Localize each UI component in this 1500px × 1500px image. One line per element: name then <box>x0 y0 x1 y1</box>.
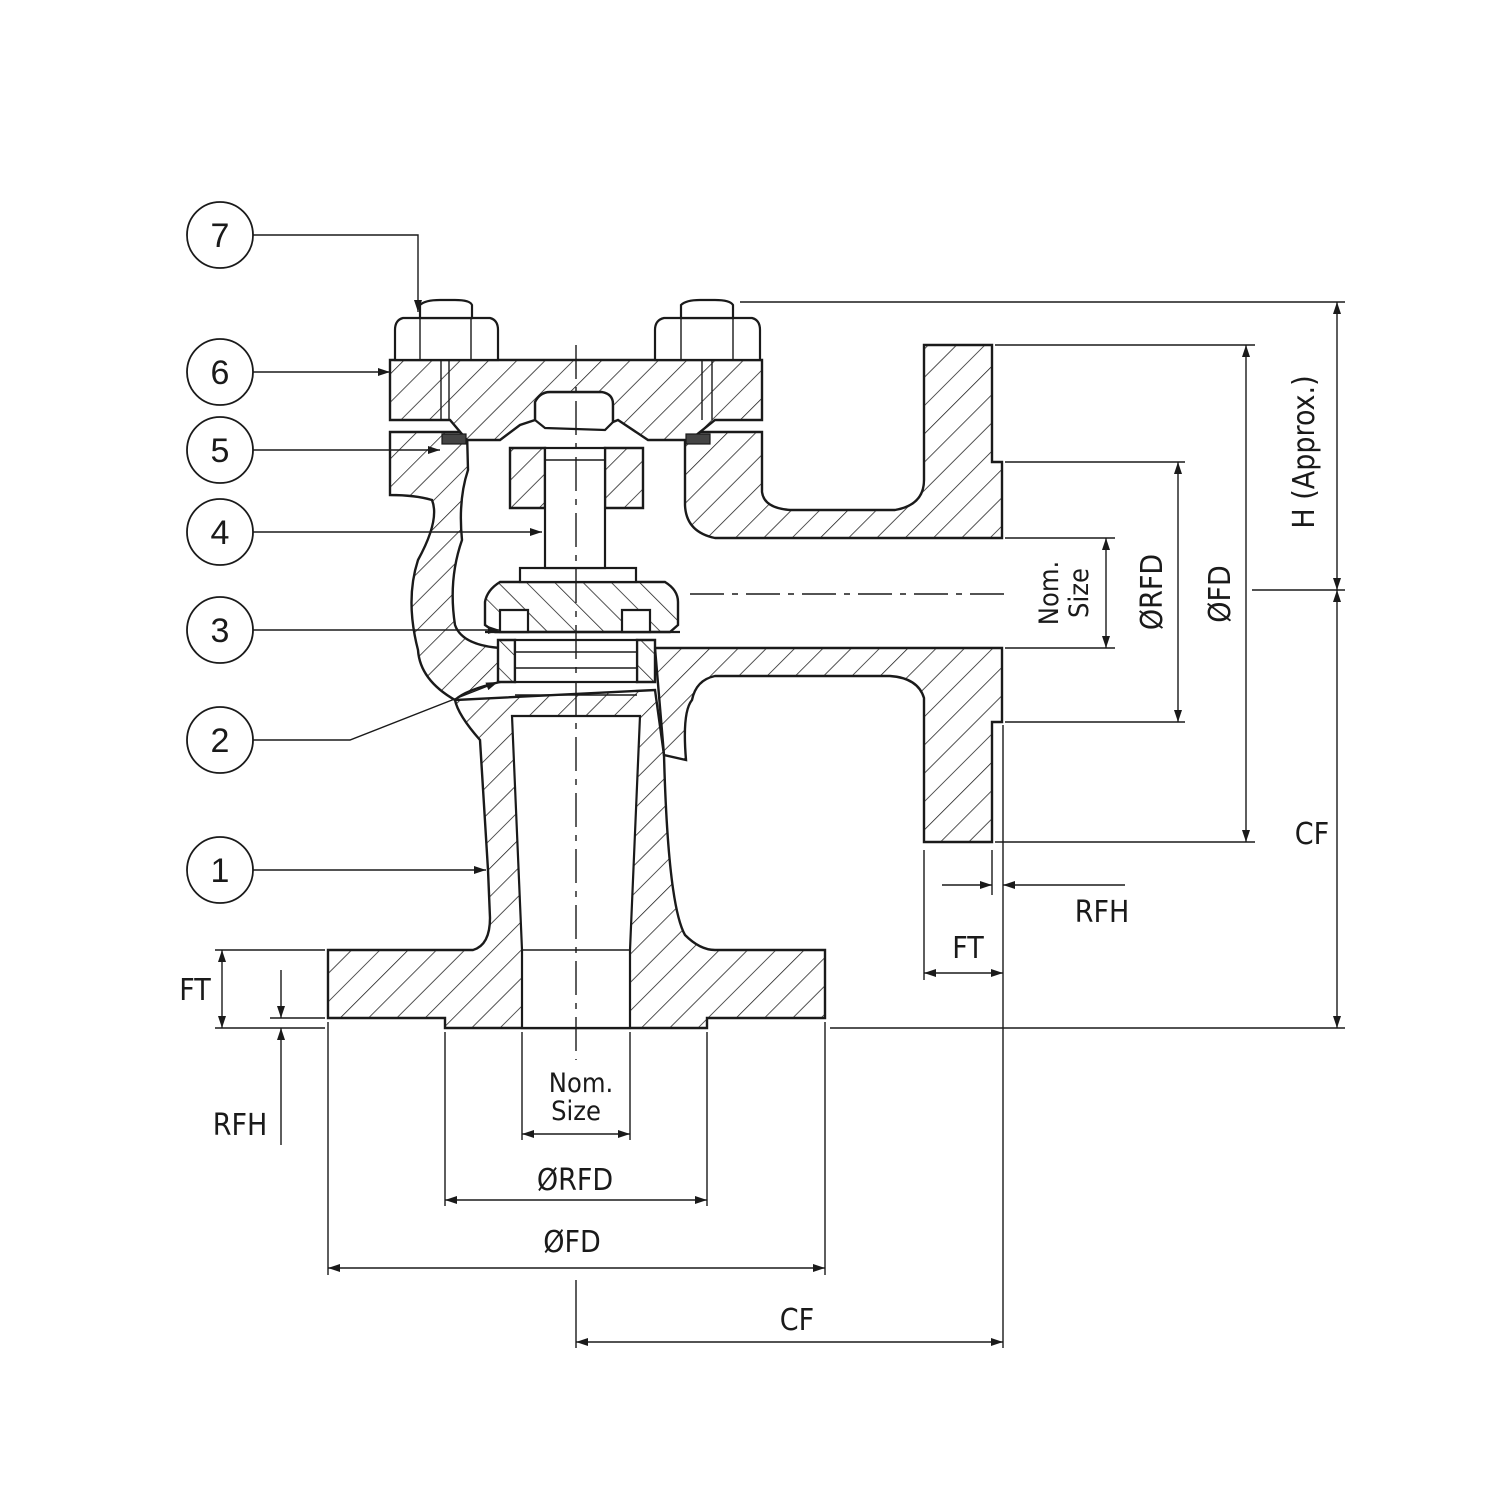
bottom-rfd-label: ØRFD <box>537 1163 613 1198</box>
side-fd-label: ØFD <box>1203 565 1238 623</box>
dimension-lines <box>215 301 1345 1348</box>
balloon-2: 2 <box>186 706 254 774</box>
body-lower-outlet <box>653 646 1004 844</box>
balloon-number-1: 1 <box>211 852 230 890</box>
height-label: H (Approx.) <box>1287 375 1322 528</box>
side-nom-size-label-line1: Nom. <box>1034 561 1065 625</box>
disc <box>483 566 680 634</box>
valve-body <box>326 343 1004 1030</box>
balloon-number-3: 3 <box>211 612 230 650</box>
balloon-number-7: 7 <box>211 217 230 255</box>
gasket <box>441 433 711 445</box>
bottom-fd-label: ØFD <box>543 1225 601 1260</box>
stem-guide-left <box>508 446 547 510</box>
balloon-7: 7 <box>186 201 254 269</box>
bottom-ft-label: FT <box>179 973 211 1008</box>
balloon-number-2: 2 <box>211 722 230 760</box>
balloon-number-6: 6 <box>211 354 230 392</box>
balloon-3: 3 <box>186 596 254 664</box>
side-ft-label: FT <box>952 931 984 966</box>
balloon-number-5: 5 <box>211 432 230 470</box>
stem-guide-right <box>603 446 645 510</box>
leader-lines <box>252 234 542 874</box>
bottom-nom-size-label-line2: Size <box>551 1096 601 1127</box>
bolt-right <box>653 298 762 420</box>
balloon-number-4: 4 <box>211 514 230 552</box>
bottom-rfh-label: RFH <box>213 1108 268 1143</box>
side-rfh-label: RFH <box>1075 895 1130 930</box>
bottom-nom-size-label-line1: Nom. <box>549 1068 613 1099</box>
bolt-left <box>393 298 500 420</box>
balloon-1: 1 <box>186 836 254 904</box>
stem <box>533 390 615 570</box>
balloon-4: 4 <box>186 498 254 566</box>
side-nom-size-label-line2: Size <box>1064 568 1095 618</box>
body-right-and-outlet <box>683 343 1004 540</box>
bottom-cf-label: CF <box>780 1303 814 1338</box>
balloon-5: 5 <box>186 416 254 484</box>
bonnet-cover <box>388 358 764 442</box>
side-rfd-label: ØRFD <box>1135 554 1170 630</box>
body-left-wall <box>388 430 502 702</box>
side-cf-label: CF <box>1295 817 1329 852</box>
balloon-6: 6 <box>186 338 254 406</box>
